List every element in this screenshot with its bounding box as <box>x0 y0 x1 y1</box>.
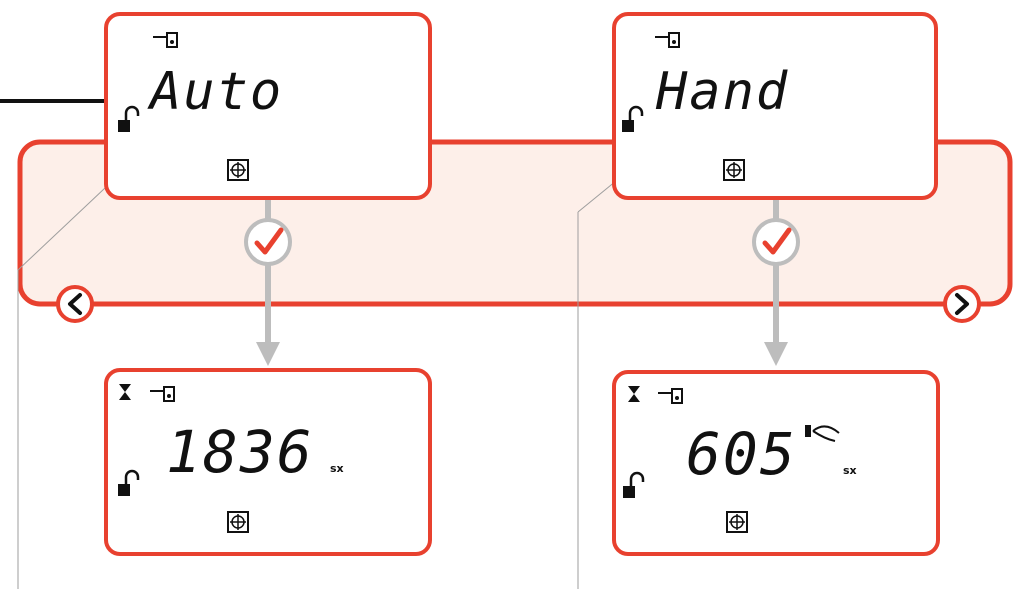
checkmark-icon[interactable] <box>752 218 800 266</box>
target-icon <box>227 511 249 533</box>
chevron-right-icon[interactable] <box>943 285 981 323</box>
lcd-screen-hand[interactable] <box>612 12 938 200</box>
lcd-display-text: Auto <box>150 62 284 122</box>
chevron-left-icon[interactable] <box>56 285 94 323</box>
hourglass-icon <box>119 384 131 400</box>
unit-label: sx <box>330 462 344 475</box>
lcd-screen-value-1836[interactable] <box>104 368 432 556</box>
sensor-icon <box>153 32 178 48</box>
lcd-screen-value-605[interactable] <box>612 370 940 556</box>
lcd-display-text: 605 <box>686 420 797 488</box>
lcd-screen-auto[interactable] <box>104 12 432 200</box>
target-icon <box>723 159 745 181</box>
sensor-icon <box>150 386 175 402</box>
checkmark-icon[interactable] <box>244 218 292 266</box>
hourglass-icon <box>628 386 640 402</box>
horn-icon <box>805 425 840 442</box>
target-icon <box>227 159 249 181</box>
lock-open-icon <box>622 105 644 132</box>
sensor-icon <box>655 32 680 48</box>
lock-open-icon <box>118 105 140 132</box>
lcd-display-text: Hand <box>656 62 790 122</box>
lock-open-icon <box>118 469 140 496</box>
sensor-icon <box>658 388 683 404</box>
lcd-display-text: 1836 <box>166 418 314 486</box>
target-icon <box>726 511 748 533</box>
unit-label: sx <box>843 464 857 477</box>
lock-open-icon <box>623 471 645 498</box>
